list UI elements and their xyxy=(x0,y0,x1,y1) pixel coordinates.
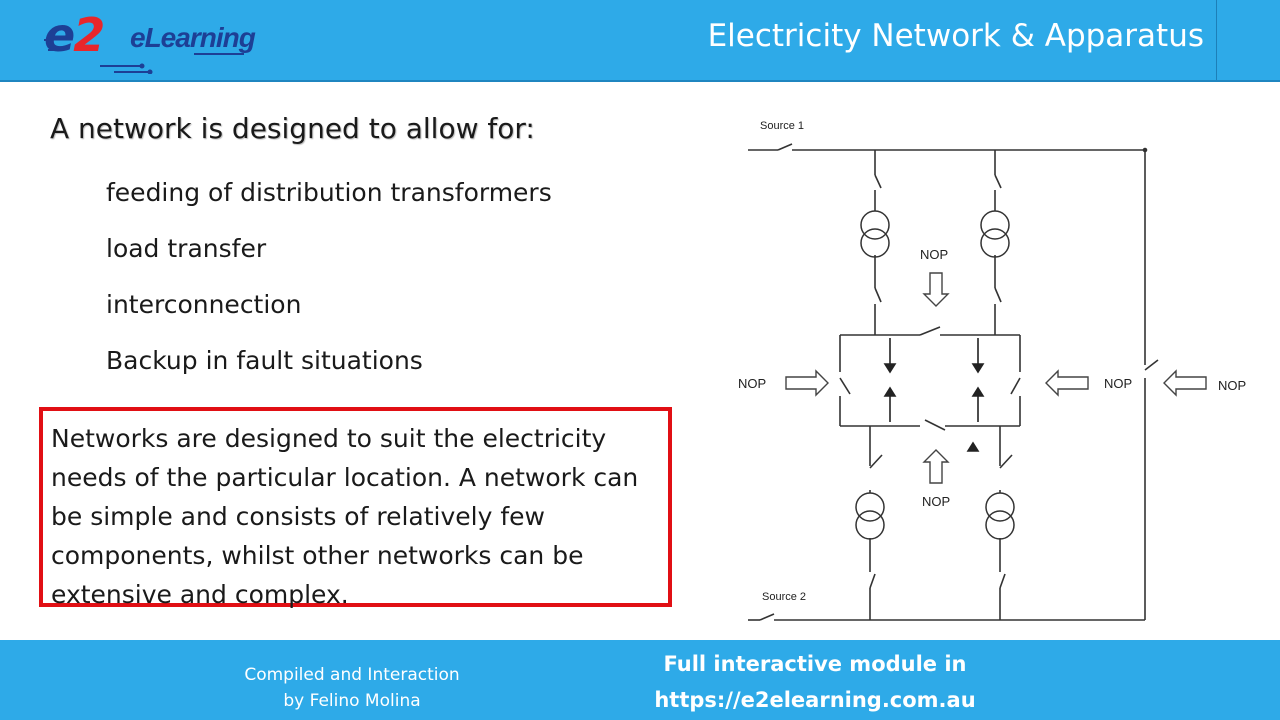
nop-label-far-right: NOP xyxy=(1218,378,1246,393)
website-link[interactable]: https://e2elearning.com.au xyxy=(654,688,976,712)
source-2-label: Source 2 xyxy=(762,591,806,603)
page-title: Electricity Network & Apparatus xyxy=(707,18,1204,54)
feature-list: feeding of distribution transformers loa… xyxy=(106,176,552,400)
nop-label-left: NOP xyxy=(738,376,766,391)
source-1-label: Source 1 xyxy=(760,120,804,132)
list-item: load transfer xyxy=(106,234,267,263)
nop-label-top: NOP xyxy=(920,247,948,262)
info-callout: Networks are designed to suit the electr… xyxy=(39,407,672,609)
credits-line-1: Compiled and Interaction xyxy=(244,665,460,685)
credits-line-2: by Felino Molina xyxy=(283,691,421,711)
nop-label-bottom: NOP xyxy=(922,494,950,509)
section-heading: A network is designed to allow for: xyxy=(50,112,535,145)
footer-bar: Compiled and Interaction by Felino Molin… xyxy=(0,640,1280,720)
circuit-lines-icon xyxy=(44,39,244,74)
list-item: feeding of distribution transformers xyxy=(106,178,552,207)
promo: Full interactive module in https://e2ele… xyxy=(630,646,1000,718)
promo-text: Full interactive module in xyxy=(663,652,967,676)
header-bar: e2 eLearning Electricity Network & Appar… xyxy=(0,0,1280,82)
network-diagram: Source 1 Source 2 NOP NOP NOP NOP NOP xyxy=(738,120,1246,621)
e2-elearning-logo[interactable]: e2 eLearning xyxy=(44,10,264,74)
logo-mark: e2 xyxy=(44,8,105,62)
header-divider xyxy=(1216,0,1217,80)
nop-label-mid-right: NOP xyxy=(1104,376,1132,391)
list-item: interconnection xyxy=(106,290,302,319)
callout-text: Networks are designed to suit the electr… xyxy=(51,424,639,609)
credits: Compiled and Interaction by Felino Molin… xyxy=(230,662,474,714)
logo-wordmark: eLearning xyxy=(130,22,256,53)
list-item: Backup in fault situations xyxy=(106,346,423,375)
